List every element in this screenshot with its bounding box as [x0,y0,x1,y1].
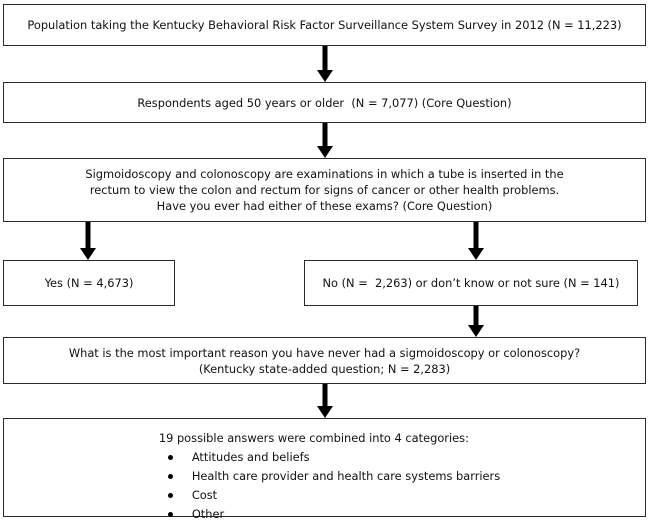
arrow-reason-to-categories [317,384,333,418]
category-item-label: Attitudes and beliefs [191,450,310,464]
node-exam-question: Sigmoidoscopy and colonoscopy are examin… [3,158,646,222]
node-yes: Yes (N = 4,673) [3,260,175,306]
arrow-head [468,248,484,260]
category-item-label: Cost [191,488,218,502]
arrow-shaft [473,222,479,248]
bullet-icon [167,455,173,460]
bullet-icon [167,474,173,479]
category-item: Cost [159,486,500,505]
category-item: Other [159,505,500,523]
node-yes-line-1: Yes (N = 4,673) [44,276,134,290]
node-exam-question-line-2: rectum to view the colon and rectum for … [89,183,560,197]
arrow-shaft [322,384,328,406]
arrow-head [317,70,333,82]
arrow-head [80,248,96,260]
arrow-exam-question-to-no [468,222,484,260]
category-item-label: Other [191,507,225,521]
bullet-icon [167,512,173,517]
node-reason-line-2: (Kentucky state-added question; N = 2,28… [198,361,451,376]
bullet-icon [167,493,173,498]
arrow-shaft [322,46,328,70]
node-population-line-1: Population taking the Kentucky Behaviora… [27,18,622,32]
category-item: Health care provider and health care sys… [159,467,500,486]
arrow-shaft [85,222,91,248]
arrow-head [317,146,333,158]
node-no-line-1: No (N = 2,263) or don’t know or not sure… [322,276,620,290]
arrow-head [468,325,484,337]
node-reason: What is the most important reason you ha… [3,337,646,384]
node-no: No (N = 2,263) or don’t know or not sure… [304,260,638,306]
node-categories: 19 possible answers were combined into 4… [3,418,646,521]
node-population: Population taking the Kentucky Behaviora… [3,4,646,46]
node-reason-line-1: What is the most important reason you ha… [68,345,581,360]
arrow-respondents-to-exam-question [317,123,333,158]
arrow-population-to-respondents [317,46,333,82]
categories-heading: 19 possible answers were combined into 4… [158,431,469,445]
node-respondents: Respondents aged 50 years or older (N = … [3,82,646,123]
category-item: Attitudes and beliefs [159,448,500,467]
arrow-shaft [473,306,479,325]
node-exam-question-line-3: Have you ever had either of these exams?… [156,199,493,213]
arrow-head [317,406,333,418]
node-respondents-line-1: Respondents aged 50 years or older (N = … [137,95,512,110]
arrow-shaft [322,123,328,146]
category-item-label: Health care provider and health care sys… [191,469,501,483]
arrow-exam-question-to-yes [80,222,96,260]
node-exam-question-line-1: Sigmoidoscopy and colonoscopy are examin… [85,167,564,181]
arrow-no-to-reason [468,306,484,337]
categories-block: 19 possible answers were combined into 4… [149,429,500,523]
